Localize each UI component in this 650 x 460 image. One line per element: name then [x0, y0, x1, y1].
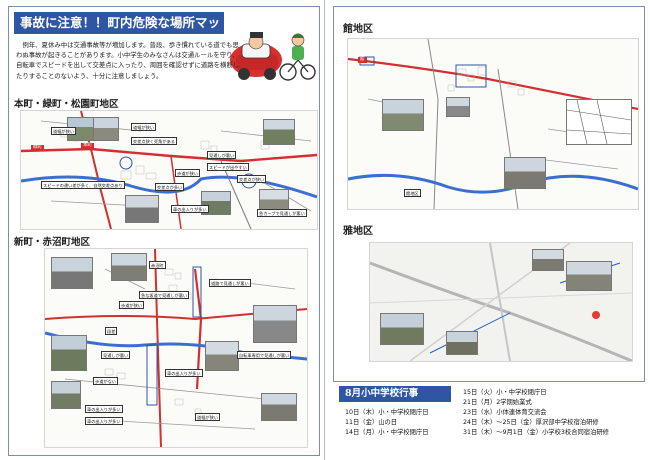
shinmachi-label-10: 車の出入りが多い [85, 405, 123, 413]
shinmachi-label-2: 急な坂道で見通しが悪い [139, 291, 190, 299]
shinmachi-photo-5 [205, 341, 239, 371]
shinmachi-photo-6 [51, 381, 81, 409]
honcho-place-label-b: 緑町 [31, 145, 44, 151]
honcho-label-11: 交差点が狭い [237, 175, 267, 183]
section-heading-yadoi: 雅地区 [343, 226, 373, 237]
schedule-left-2: 11日（金）山の日 [345, 419, 398, 426]
left-page: 事故に注意！！町内危険な場所マップ 例年、夏休み中は交通事故等が増加します。普段… [8, 6, 320, 456]
shinmachi-photo-1 [51, 257, 93, 289]
shinmachi-label-7: 車の出入りが多い [165, 369, 203, 377]
shinmachi-label-12: 道幅が狭い [195, 413, 220, 421]
yadoi-photo-4 [446, 331, 478, 355]
section-heading-honcho: 本町・緑町・松園町地区 [14, 99, 119, 110]
honcho-photo-3 [263, 119, 295, 145]
tate-photo-2 [504, 157, 546, 189]
honcho-label-8: 交差点が多い [155, 183, 185, 191]
schedule-title: 8月小中学校行事 [339, 386, 451, 402]
page-title: 事故に注意！！町内危険な場所マップ [14, 12, 224, 52]
honcho-label-6: 歩道が狭い [175, 169, 200, 177]
honcho-label-10: 急カーブで見通しが悪い [257, 209, 307, 217]
traffic-illustration [230, 32, 316, 81]
tate-place-label-a: 館 [358, 57, 367, 63]
honcho-label-4: 見通しが悪い [207, 151, 237, 159]
schedule-right-5: 31日（木）～9月1日（金）小学校3校合同宿泊研修 [463, 429, 609, 436]
tate-photo-3 [446, 97, 470, 117]
shinmachi-photo-4 [51, 335, 87, 371]
honcho-label-1: 道幅が狭い [51, 127, 76, 135]
honcho-photo-2 [93, 117, 119, 141]
schedule-right-2: 21日（月）2学期始業式 [463, 399, 532, 406]
honcho-label-7: スピードの違い差が多く、自然交差点あり [41, 181, 125, 189]
schedule-left-3: 14日（月）小・中学校閉庁日 [345, 429, 429, 436]
honcho-map: 道幅が狭い 道幅が狭い 交差点狭く死角がある 見通しが悪い スピードが出やすい … [20, 110, 318, 230]
intro-text: 例年、夏休み中は交通事故等が増加します。普段、歩き慣れている道でも思わぬ事故が起… [16, 41, 240, 80]
honcho-place-label-a: 本町 [81, 143, 94, 149]
shinmachi-label-9: 自転車専用で見通しが悪い [237, 351, 292, 359]
section-heading-tate: 館地区 [343, 24, 373, 35]
schedule-right-1: 15日（火）小・中学校閉庁日 [463, 389, 547, 396]
tate-inset-map [566, 99, 632, 145]
shinmachi-label-1: 赤沼町 [149, 261, 166, 269]
schedule-right-4: 24日（木）～25日（金）厚沢部中学校宿泊研修 [463, 419, 599, 426]
left-page-frame [8, 6, 320, 456]
schedule-left-1: 10日（木）小・中学校閉庁日 [345, 409, 429, 416]
page-fold [324, 0, 325, 460]
tate-place-label-b: 館地区 [404, 189, 421, 197]
yadoi-photo-1 [380, 313, 424, 345]
section-heading-shinmachi: 新町・赤沼町地区 [14, 237, 91, 248]
honcho-photo-4 [125, 195, 159, 223]
tate-photo-1 [382, 99, 424, 131]
honcho-label-5: スピードが出やすい [207, 163, 249, 171]
shinmachi-map: 赤沼町 急な坂道で見通しが悪い 道路で見通しが悪い 歩道が狭い 段差 見通しが悪… [44, 248, 308, 448]
honcho-label-9: 車の出入りが多い [171, 205, 209, 213]
tate-map: 館 館地区 [347, 38, 639, 210]
honcho-label-2: 道幅が狭い [131, 123, 156, 131]
yadoi-photo-3 [532, 249, 564, 271]
shinmachi-label-8: 歩道がない [93, 377, 118, 385]
right-page: 館地区 館 館地区 雅地区 [325, 0, 650, 460]
tate-inset-map-lines [567, 100, 631, 144]
shinmachi-photo-3 [253, 305, 297, 343]
schedule-right-3: 23日（水）小体連体育交流会 [463, 409, 547, 416]
shinmachi-label-4: 歩道が狭い [119, 301, 144, 309]
honcho-label-3: 交差点狭く死角がある [131, 137, 177, 145]
shinmachi-label-11: 車の出入りが多い [85, 417, 123, 425]
shinmachi-label-5: 段差 [105, 327, 118, 335]
shinmachi-photo-7 [261, 393, 297, 421]
shinmachi-label-3: 道路で見通しが悪い [209, 279, 251, 287]
yadoi-photo-2 [566, 261, 612, 291]
right-page-frame [333, 6, 645, 382]
shinmachi-label-6: 見通しが悪い [101, 351, 131, 359]
yadoi-map [369, 242, 633, 362]
shinmachi-photo-2 [111, 253, 147, 281]
